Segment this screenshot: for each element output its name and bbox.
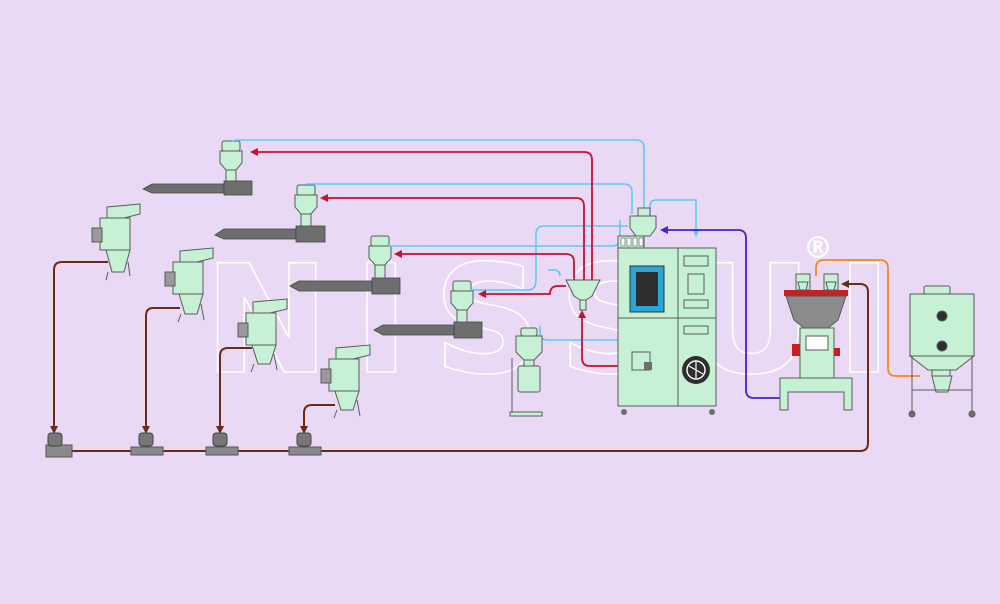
granulator-2 [164, 247, 214, 323]
central-conveying-unit [617, 207, 717, 415]
pipe-segment-1 [45, 444, 73, 458]
injection-unit-4 [373, 321, 483, 339]
blowers [47, 432, 312, 447]
granulators [91, 203, 371, 419]
granulator-4 [320, 344, 371, 419]
blender-unit [779, 273, 853, 411]
material-line-2 [320, 194, 585, 280]
vacuum-line-4 [470, 225, 628, 291]
blower-1 [47, 432, 63, 447]
blower-3 [212, 432, 228, 447]
vacuum-receiver-station [509, 327, 543, 417]
granulator-3 [237, 298, 288, 373]
return-line-1 [50, 261, 108, 434]
material-line-3 [394, 250, 575, 280]
control-panel [683, 255, 709, 267]
injection-unit-1 [142, 180, 253, 196]
hopper-loader-1 [219, 140, 243, 182]
granulator-1 [91, 203, 141, 281]
return-line-4 [300, 404, 335, 434]
return-line-3 [216, 347, 252, 434]
hopper-loader-2 [294, 184, 318, 227]
injection-units [142, 180, 483, 339]
storage-silo [908, 285, 976, 418]
material-line-5 [578, 310, 646, 367]
hopper-loaders [219, 140, 474, 323]
material-lines [250, 148, 646, 367]
watermark-text: NISSUI [204, 234, 916, 408]
vacuum-line-2 [306, 183, 633, 214]
pipe-segment-4 [288, 446, 322, 456]
return-line-2 [142, 307, 180, 434]
injection-unit-2 [214, 225, 326, 243]
distribution-manifold [565, 279, 601, 311]
material-line-4 [478, 285, 566, 298]
pipe-segment-2 [130, 446, 164, 456]
pipe-segment-3 [205, 446, 239, 456]
injection-unit-3 [289, 277, 401, 295]
blower-2 [138, 432, 154, 447]
hopper-loader-4 [450, 280, 474, 323]
vacuum-line-5 [649, 199, 700, 237]
vacuum-line-7 [548, 269, 561, 277]
virgin-material-line [815, 259, 920, 377]
material-line-1 [250, 148, 593, 280]
blower-4 [296, 432, 312, 447]
main-return-line [70, 280, 869, 452]
regrind-return-lines [50, 261, 869, 452]
vacuum-line-1 [231, 139, 645, 212]
blend-transfer-line [660, 226, 782, 399]
